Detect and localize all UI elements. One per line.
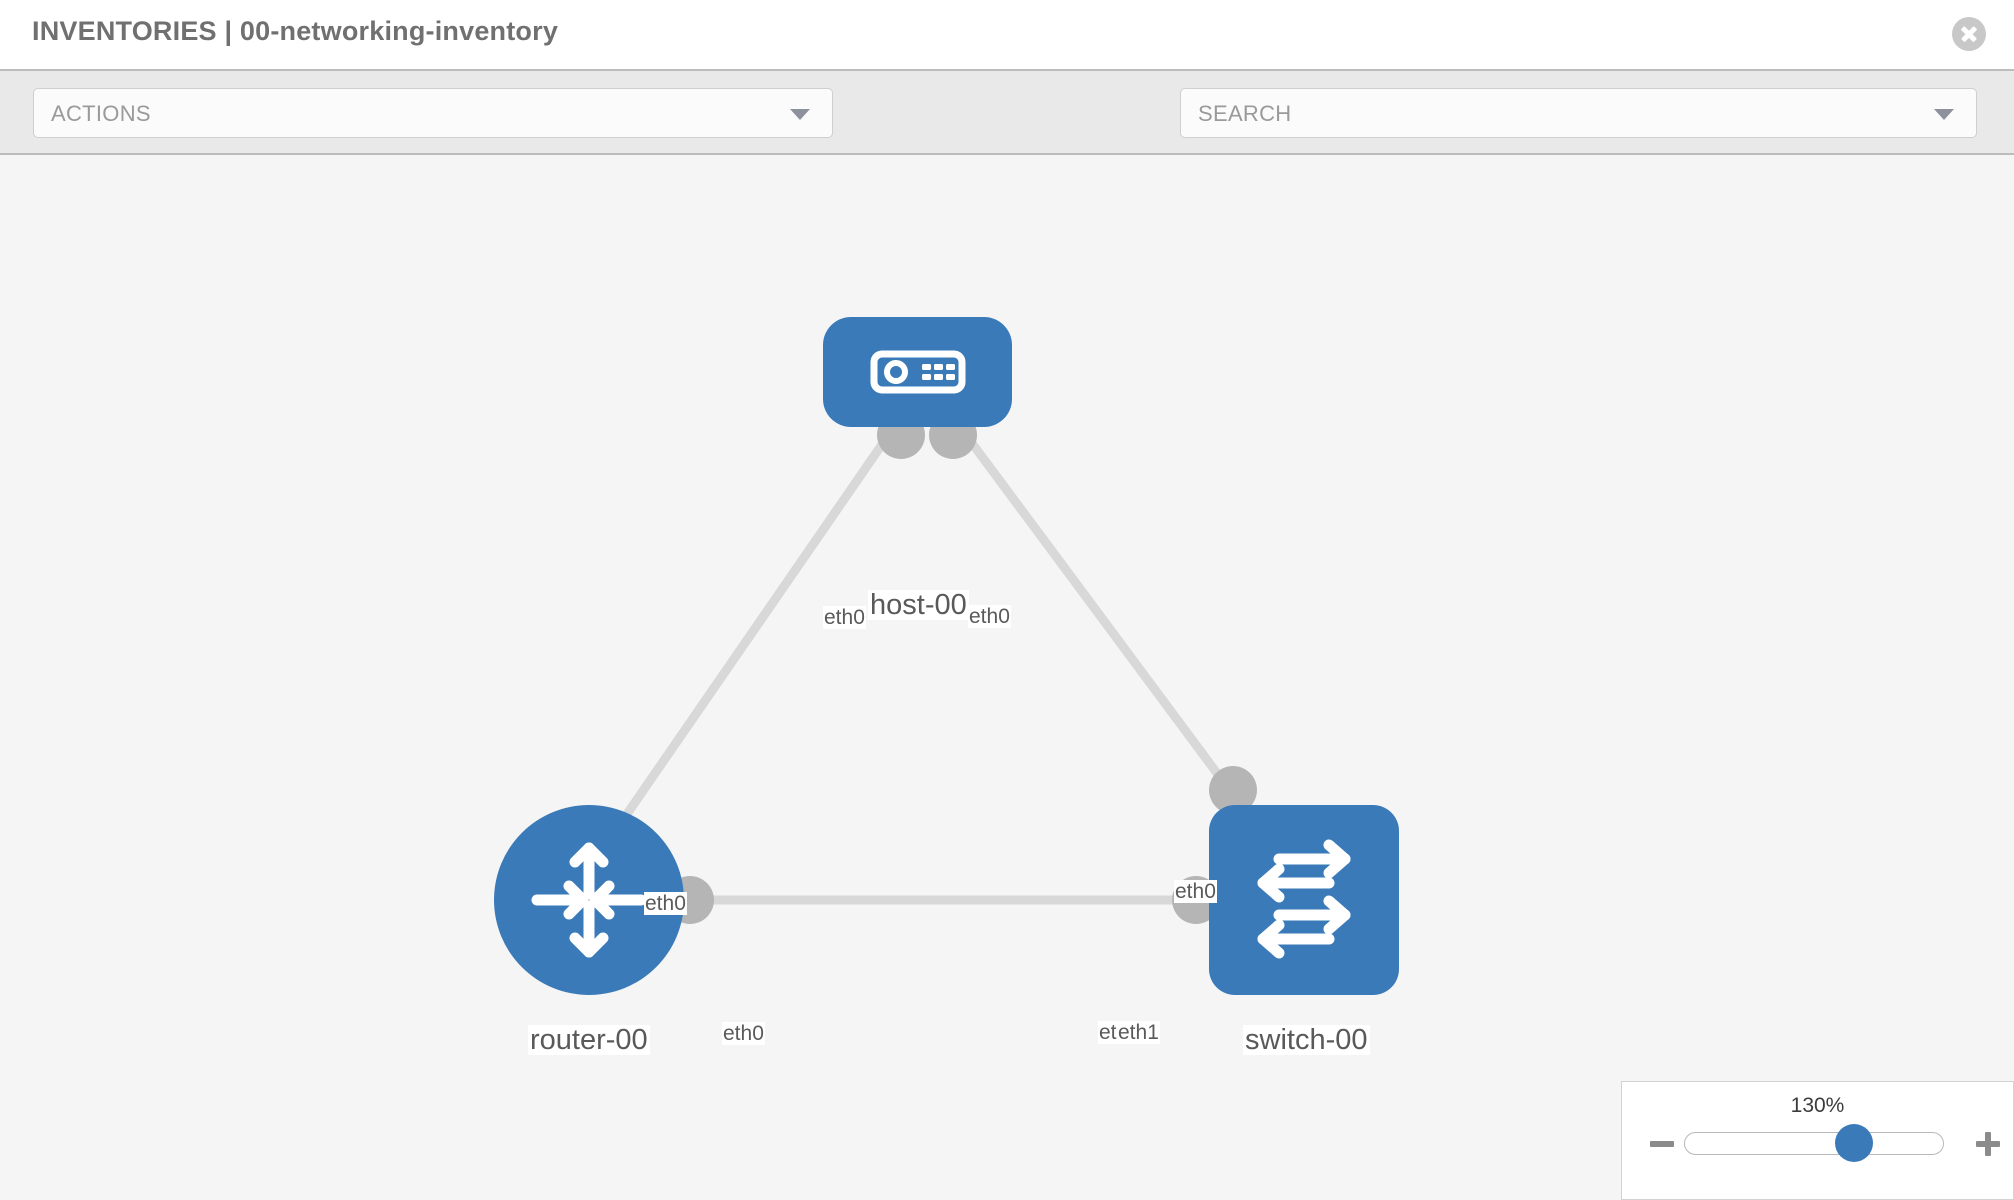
chevron-down-icon: [1934, 109, 1954, 120]
zoom-control-panel: 130%: [1621, 1081, 2014, 1200]
node-switch-00[interactable]: [1209, 805, 1399, 995]
topology-graph: [614, 411, 1257, 924]
page-title: INVENTORIES | 00-networking-inventory: [32, 16, 559, 46]
zoom-slider-track[interactable]: [1684, 1132, 1944, 1155]
iface-label-switch-eth1-left: eth1: [1117, 1021, 1160, 1045]
minus-icon-stroke: [1650, 1141, 1674, 1147]
iface-label-host-eth0-right: eth0: [968, 605, 1011, 629]
topology-canvas[interactable]: host-00 router-00 switch-00 eth0 eth0 et…: [0, 155, 2014, 1200]
topology-connectors: [666, 411, 1257, 924]
server-appliance-icon: [870, 350, 965, 394]
minus-icon[interactable]: [1648, 1130, 1676, 1158]
plus-icon-stroke-v: [1985, 1132, 1991, 1156]
page-header: INVENTORIES | 00-networking-inventory: [0, 0, 2014, 69]
edge-host-router[interactable]: [614, 424, 898, 830]
edge-host-switch[interactable]: [956, 424, 1252, 818]
iface-label-router-eth0-right: eth0: [722, 1022, 765, 1046]
actions-dropdown-label: ACTIONS: [51, 101, 151, 126]
node-label-switch-00: switch-00: [1243, 1024, 1370, 1056]
connector-switch-top[interactable]: [1209, 766, 1257, 814]
topology-edges: [614, 424, 1252, 905]
iface-label-router-eth0-up: eth0: [644, 892, 687, 916]
node-label-host-00: host-00: [868, 589, 969, 621]
zoom-level-value: 130%: [1790, 1094, 1845, 1117]
plus-icon[interactable]: [1974, 1130, 2002, 1158]
chevron-down-icon: [790, 109, 810, 120]
iface-label-host-eth0-left: eth0: [823, 606, 866, 630]
toolbar: ACTIONS SEARCH: [0, 69, 2014, 197]
actions-dropdown[interactable]: ACTIONS: [33, 88, 833, 138]
iface-label-switch-eth0-up: eth0: [1174, 880, 1217, 904]
node-host-00[interactable]: [823, 317, 1012, 427]
bidirectional-arrows-icon: [1257, 839, 1351, 959]
search-input[interactable]: SEARCH: [1180, 88, 1977, 138]
close-icon[interactable]: [1952, 17, 1986, 51]
search-input-placeholder: SEARCH: [1198, 101, 1292, 126]
zoom-slider-thumb[interactable]: [1835, 1124, 1873, 1162]
node-label-router-00: router-00: [528, 1024, 650, 1056]
four-arrows-inward-icon: [531, 842, 647, 958]
